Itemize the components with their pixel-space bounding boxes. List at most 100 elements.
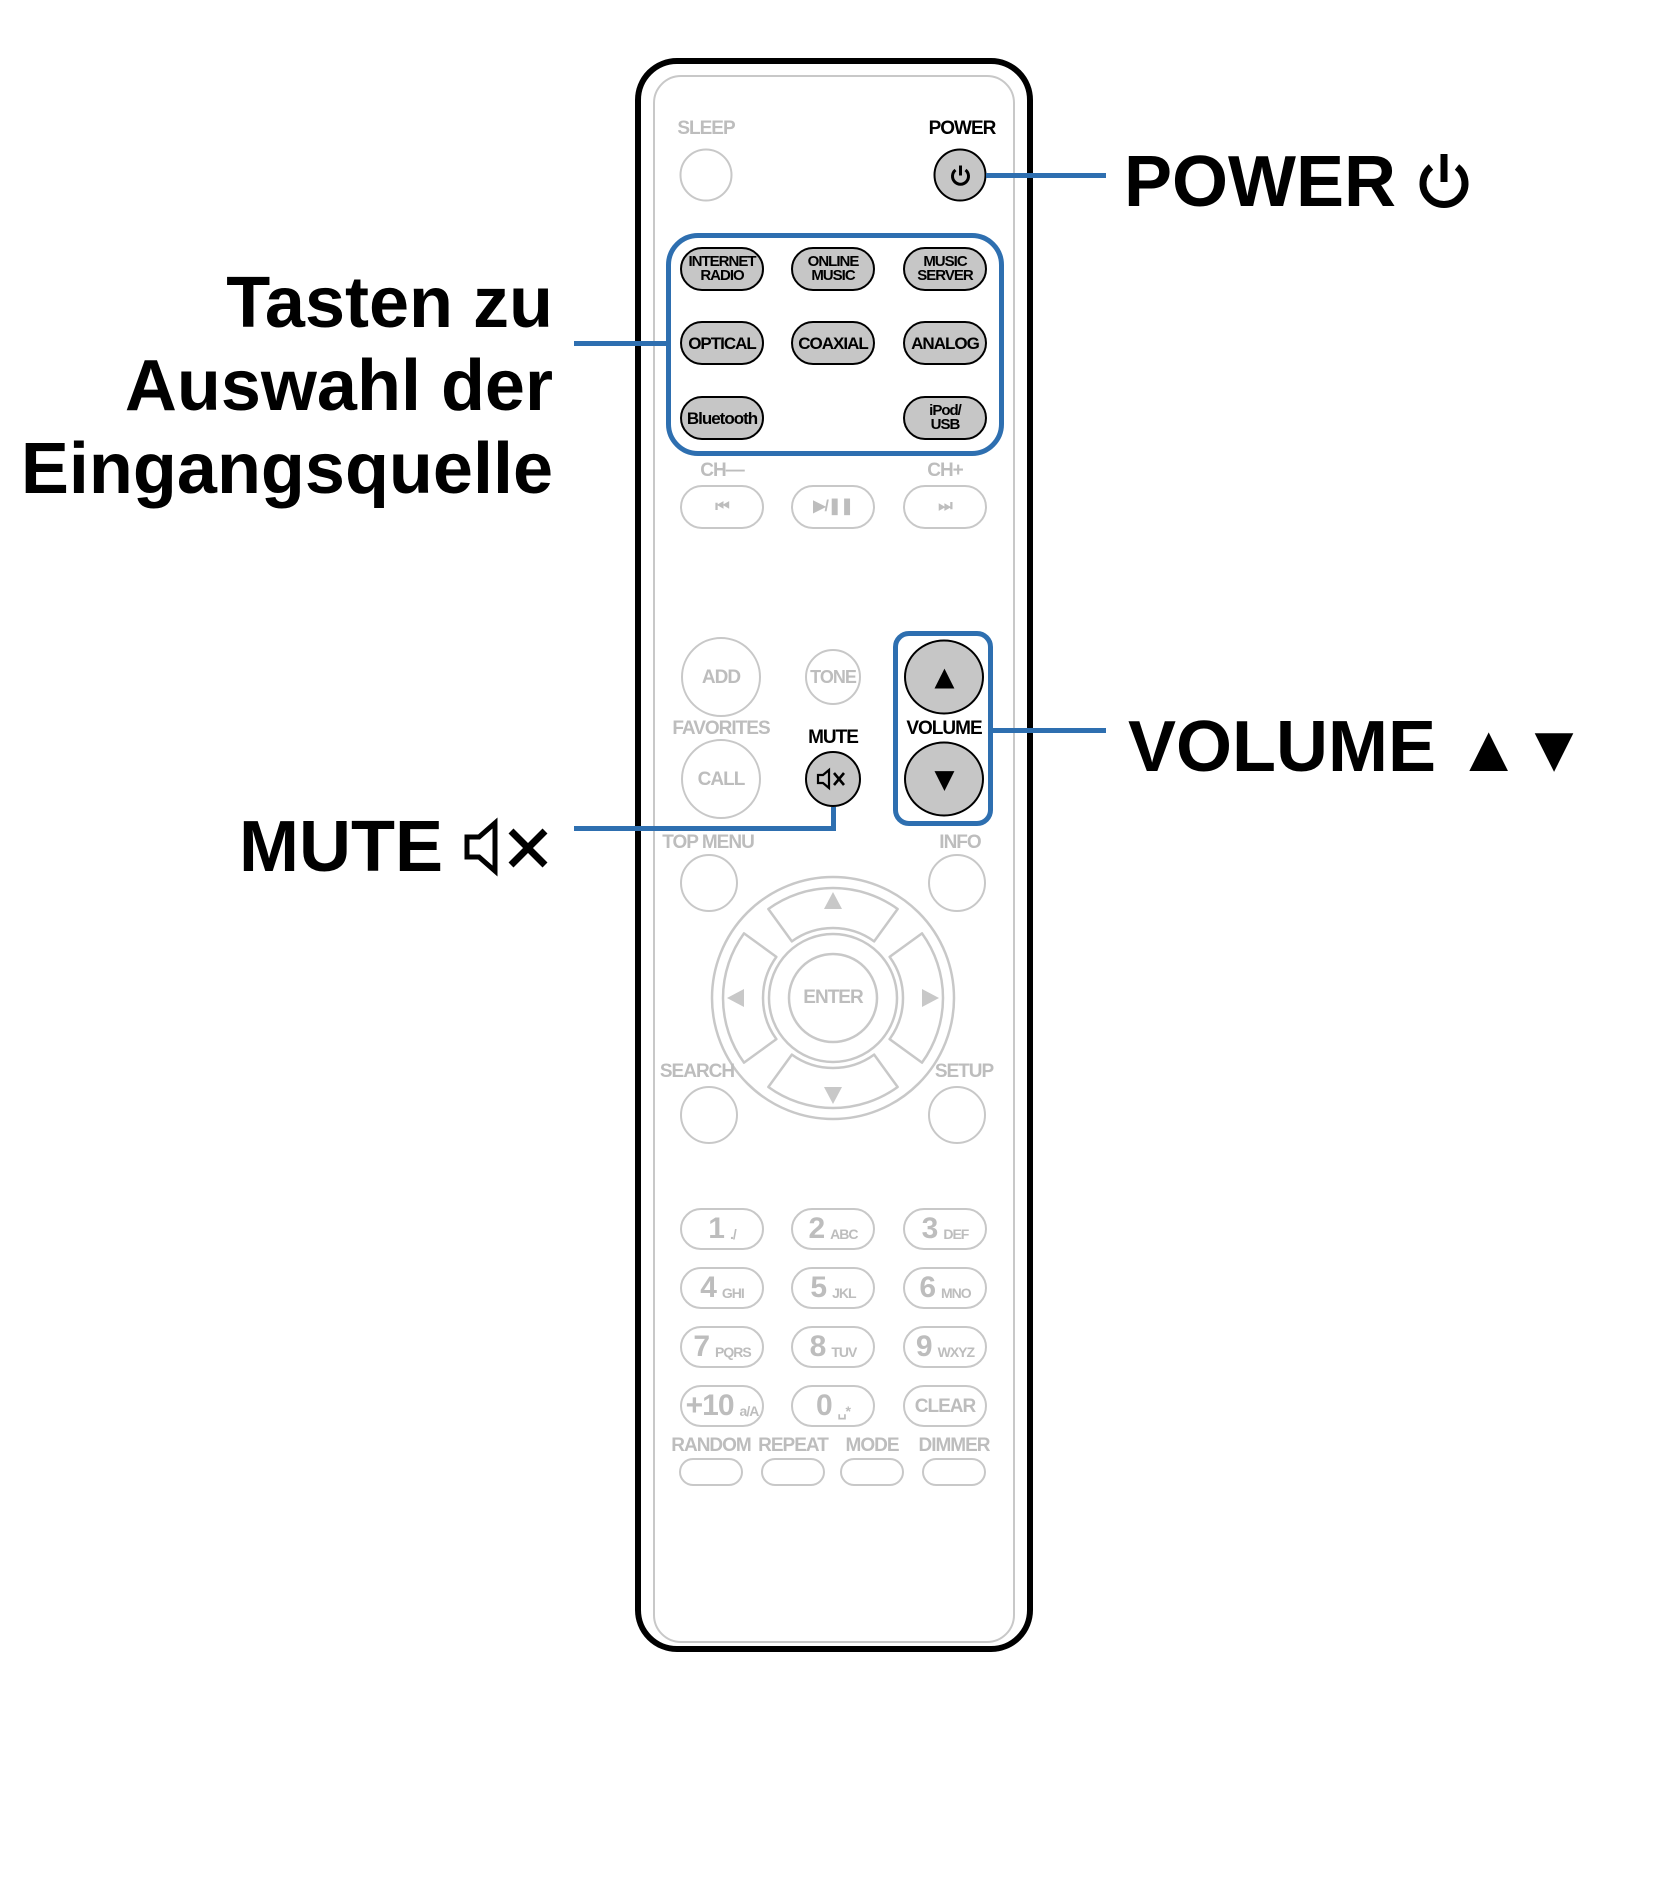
number-button-0[interactable]: 0␣*: [791, 1385, 875, 1427]
coaxial-button[interactable]: COAXIAL: [791, 321, 875, 365]
volume-up-down-icon: ▲▼: [1456, 711, 1587, 785]
mute-callout: MUTE: [239, 811, 553, 883]
source-highlight-box: [666, 233, 1004, 456]
number-digit: 6: [919, 1271, 936, 1304]
analog-button[interactable]: ANALOG: [903, 321, 987, 365]
cursor-up-button[interactable]: [767, 886, 899, 943]
power-button[interactable]: [933, 148, 987, 202]
number-letters: ABC: [830, 1226, 858, 1242]
number-letters: ␣*: [837, 1403, 851, 1419]
power-callout-text: POWER: [1124, 142, 1397, 222]
source-callout-line: Auswahl der: [124, 346, 553, 426]
number-digit: 9: [915, 1330, 933, 1363]
mute-button[interactable]: [805, 751, 861, 807]
music-server-button[interactable]: MUSIC SERVER: [903, 247, 987, 291]
play-pause-button[interactable]: ▶/❚❚: [791, 485, 875, 529]
source-callout: Tasten zu Auswahl der Eingangsquelle: [21, 262, 553, 511]
cursor-pad-inner-ring: [767, 932, 899, 1064]
number-letters: DEF: [943, 1226, 969, 1242]
volume-up-button[interactable]: ▲: [904, 639, 984, 715]
power-icon: [1419, 154, 1469, 208]
volume-down-button[interactable]: ▼: [904, 741, 984, 817]
source-callout-line: Eingangsquelle: [20, 429, 553, 509]
mode-label: MODE: [845, 1435, 900, 1456]
cursor-left-button[interactable]: [721, 932, 778, 1064]
next-button[interactable]: ⏭: [903, 485, 987, 529]
mode-button[interactable]: [840, 1458, 904, 1486]
sleep-button[interactable]: [679, 148, 733, 202]
number-letters: a/A: [739, 1403, 760, 1419]
number-digit: 3: [921, 1212, 939, 1245]
previous-button[interactable]: ⏮: [680, 485, 764, 529]
search-button[interactable]: [680, 1086, 738, 1144]
power-callout: POWER: [1124, 146, 1472, 218]
info-button[interactable]: [928, 854, 986, 912]
enter-label: ENTER: [803, 987, 863, 1008]
number-digit: 7: [693, 1330, 710, 1363]
arrow-right-icon: [922, 989, 939, 1007]
ch-plus-label: CH+: [927, 460, 964, 481]
number-digit: 5: [810, 1271, 827, 1304]
triangle-down-icon: ▼: [927, 760, 962, 798]
number-button-2[interactable]: 2 ABC: [791, 1208, 875, 1250]
arrow-down-icon: [824, 1087, 842, 1104]
volume-connector-line: [993, 728, 1106, 733]
number-button-1[interactable]: 1./: [680, 1208, 764, 1250]
number-digit: 2: [808, 1212, 825, 1245]
number-letters: MNO: [941, 1285, 972, 1301]
bluetooth-button[interactable]: Bluetooth: [680, 396, 764, 440]
volume-callout-text: VOLUME: [1128, 707, 1437, 787]
volume-label: VOLUME: [906, 718, 982, 739]
number-letters: GHI: [721, 1285, 745, 1301]
add-favorites-button[interactable]: ADD: [681, 637, 761, 717]
number-digit: 4: [700, 1271, 717, 1304]
dimmer-button[interactable]: [922, 1458, 986, 1486]
power-label: POWER: [928, 118, 997, 139]
number-digit: +10: [685, 1389, 735, 1422]
volume-highlight-box: [893, 631, 993, 826]
cursor-pad: [710, 875, 956, 1121]
arrow-left-icon: [727, 989, 744, 1007]
info-label: INFO: [939, 832, 981, 853]
number-digit: 8: [809, 1330, 827, 1363]
ch-minus-label: CH—: [700, 460, 744, 481]
number-button-5[interactable]: 5 JKL: [791, 1267, 875, 1309]
setup-label: SETUP: [934, 1061, 994, 1082]
number-letters: TUV: [831, 1344, 857, 1360]
top-menu-button[interactable]: [680, 854, 738, 912]
internet-radio-button[interactable]: INTERNET RADIO: [680, 247, 764, 291]
dimmer-label: DIMMER: [918, 1435, 990, 1456]
repeat-button[interactable]: [761, 1458, 825, 1486]
cursor-right-button[interactable]: [888, 932, 945, 1064]
setup-button[interactable]: [928, 1086, 986, 1144]
number-letters: PQRS: [715, 1344, 752, 1360]
random-button[interactable]: [679, 1458, 743, 1486]
online-music-button[interactable]: ONLINE MUSIC: [791, 247, 875, 291]
top-menu-label: TOP MENU: [662, 832, 755, 853]
arrow-up-icon: [824, 892, 842, 909]
tone-button[interactable]: TONE: [805, 649, 861, 705]
triangle-up-icon: ▲: [927, 658, 962, 696]
ipod-usb-button[interactable]: iPod/ USB: [903, 396, 987, 440]
mute-icon: [816, 767, 845, 791]
number-button-6[interactable]: 6 MNO: [903, 1267, 987, 1309]
number-letters: JKL: [832, 1285, 856, 1301]
enter-button[interactable]: [787, 952, 879, 1044]
favorites-label: FAVORITES: [672, 718, 770, 739]
number-button-7[interactable]: 7 PQRS: [680, 1326, 764, 1368]
clear-button[interactable]: CLEAR: [903, 1385, 987, 1427]
mute-label: MUTE: [808, 727, 859, 748]
number-letters: ./: [729, 1226, 737, 1242]
optical-button[interactable]: OPTICAL: [680, 321, 764, 365]
mute-icon: [464, 817, 548, 877]
call-favorites-button[interactable]: CALL: [681, 739, 761, 819]
power-icon: [950, 165, 970, 186]
source-connector-line: [574, 341, 666, 346]
mute-callout-text: MUTE: [239, 807, 443, 887]
cursor-down-button[interactable]: [767, 1053, 899, 1110]
